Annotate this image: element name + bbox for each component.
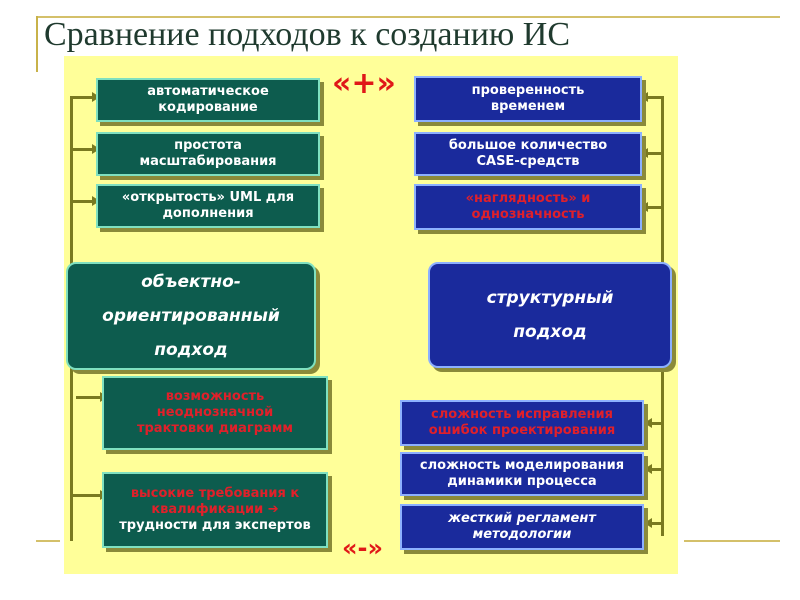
oop-pro-box: «открытость» UML для дополнения (96, 184, 320, 228)
oop-pro-box: простота масштабирования (96, 132, 320, 176)
minus-label: «-» (342, 534, 383, 562)
left-tick-5 (70, 494, 102, 497)
oop-con-box: высокие требования к квалификации ➔ труд… (102, 472, 328, 548)
structural-pro-box: проверенность временем (414, 76, 642, 122)
oop-con-text: высокие требования к квалификации ➔ (130, 486, 300, 517)
left-tick-3 (70, 200, 94, 203)
oop-pro-box: автоматическое кодирование (96, 78, 320, 122)
plus-label: «+» (332, 66, 396, 101)
comparison-diagram: «+» «-» автоматическое кодирование прост… (64, 56, 678, 574)
bottom-rule-left (36, 540, 60, 542)
oop-approach-box: объектно- ориентированный подход (66, 262, 316, 370)
right-arrow-6 (644, 518, 652, 528)
left-tick-1 (70, 96, 94, 99)
structural-con-text: сложность исправления ошибок проектирова… (428, 407, 616, 438)
right-tick-6 (650, 522, 664, 525)
right-tick-2 (646, 152, 664, 155)
oop-con-subtext: трудности для экспертов (119, 518, 311, 533)
slide-title: Сравнение подходов к созданию ИС (44, 16, 571, 53)
structural-con-box: жесткий регламент методологии (400, 504, 644, 550)
structural-pro-text: большое количество CASE-средств (448, 138, 608, 169)
structural-con-box: сложность исправления ошибок проектирова… (400, 400, 644, 446)
left-rule (36, 16, 38, 72)
bottom-rule-right (684, 540, 780, 542)
structural-con-box: сложность моделирования динамики процесс… (400, 452, 644, 496)
structural-approach-box: структурный подход (428, 262, 672, 368)
top-rule (36, 16, 780, 18)
left-tick-2 (70, 148, 94, 151)
oop-con-box: возможность неоднозначной трактовки диаг… (102, 376, 328, 450)
left-tick-4 (76, 396, 102, 399)
right-arrow-1 (640, 92, 648, 102)
structural-pro-text: проверенность временем (471, 83, 585, 114)
right-tick-4 (650, 422, 664, 425)
oop-con-text: возможность неоднозначной трактовки диаг… (136, 389, 294, 436)
right-arrow-3 (640, 202, 648, 212)
right-arrow-5 (644, 464, 652, 474)
structural-pro-text: «наглядность» и однозначность (465, 191, 591, 222)
right-tick-5 (650, 468, 664, 471)
structural-pro-box: большое количество CASE-средств (414, 132, 642, 176)
structural-pro-box: «наглядность» и однозначность (414, 184, 642, 230)
structural-con-text: жесткий регламент методологии (448, 511, 596, 542)
right-arrow-4 (644, 418, 652, 428)
right-arrow-2 (640, 148, 648, 158)
right-tick-3 (646, 206, 664, 209)
right-tick-1 (646, 96, 664, 99)
structural-con-text: сложность моделирования динамики процесс… (419, 458, 625, 489)
